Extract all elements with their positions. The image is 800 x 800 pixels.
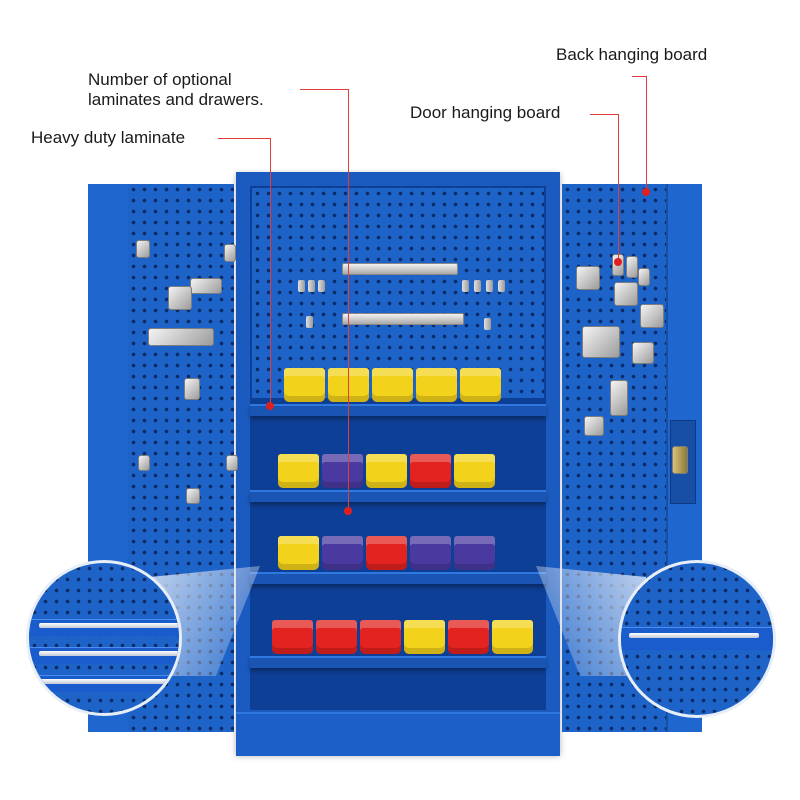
hook-icon <box>306 316 313 328</box>
drawer-handle[interactable] <box>39 623 179 628</box>
back-hanging-board-label: Back hanging board <box>556 45 708 64</box>
bracket-icon <box>168 286 192 310</box>
drawer-handle[interactable] <box>39 651 179 656</box>
hook-icon <box>308 280 315 292</box>
storage-bin <box>454 454 495 488</box>
bracket-icon <box>584 416 604 436</box>
heavy-duty-laminate-label: Heavy duty laminate <box>31 128 186 147</box>
bracket-icon <box>226 455 238 471</box>
leader-line-laminates-v <box>348 89 349 509</box>
storage-bin <box>460 368 501 402</box>
storage-bin <box>410 536 451 570</box>
leader-dot-back-board <box>642 188 650 196</box>
storage-bin <box>372 368 413 402</box>
bracket-icon <box>138 455 150 471</box>
cabinet-base <box>236 712 560 756</box>
shelf-3 <box>250 572 546 584</box>
shelf-1 <box>250 404 546 416</box>
storage-bin <box>272 620 313 654</box>
hook-icon <box>486 280 493 292</box>
hook-icon <box>474 280 481 292</box>
bracket-icon <box>638 268 650 286</box>
bracket-icon <box>614 282 638 306</box>
leader-line-door-board-v <box>618 114 619 262</box>
bracket-icon <box>224 244 236 262</box>
leader-line-door-board-h <box>590 114 618 115</box>
drawer[interactable] <box>621 627 773 650</box>
bracket-icon <box>576 266 600 290</box>
left-drawer-zoom <box>26 560 182 716</box>
hook-icon <box>484 318 491 330</box>
bracket-icon <box>640 304 664 328</box>
storage-bin <box>316 620 357 654</box>
leader-line-back-board-v <box>646 76 647 192</box>
storage-bin <box>322 454 363 488</box>
storage-bin <box>448 620 489 654</box>
bracket-icon <box>136 240 150 258</box>
bracket-icon <box>610 380 628 416</box>
shelf-4 <box>250 656 546 668</box>
bracket-icon <box>186 488 200 504</box>
leader-dot-door-board <box>614 258 622 266</box>
bracket-icon <box>632 342 654 364</box>
optional-laminates-label-line2: laminates and drawers. <box>88 90 264 109</box>
storage-bin <box>366 536 407 570</box>
storage-bin <box>322 536 363 570</box>
hook-icon <box>498 280 505 292</box>
storage-bin <box>416 368 457 402</box>
drawer-handle[interactable] <box>629 633 759 638</box>
hook-icon <box>462 280 469 292</box>
storage-bin <box>492 620 533 654</box>
leader-line-heavy-duty-h <box>218 138 270 139</box>
leader-dot-laminates <box>344 507 352 515</box>
bracket-icon <box>190 278 222 294</box>
leader-line-laminates-h <box>300 89 348 90</box>
storage-bin <box>410 454 451 488</box>
tool-rail-upper <box>342 263 458 275</box>
storage-bin <box>360 620 401 654</box>
hook-icon <box>318 280 325 292</box>
lock-handle-icon <box>672 446 688 474</box>
door-hanging-board-label: Door hanging board <box>410 103 561 122</box>
storage-bin <box>366 454 407 488</box>
leader-dot-heavy-duty <box>266 402 274 410</box>
storage-bin <box>278 454 319 488</box>
leader-line-back-board-h <box>632 76 646 77</box>
storage-bin <box>284 368 325 402</box>
leader-line-heavy-duty-v <box>270 138 271 406</box>
storage-bin <box>404 620 445 654</box>
storage-bin <box>278 536 319 570</box>
bracket-icon <box>184 378 200 400</box>
bracket-icon <box>626 256 638 278</box>
optional-laminates-label-line1: Number of optional <box>88 70 232 89</box>
bracket-icon <box>582 326 620 358</box>
hook-icon <box>298 280 305 292</box>
shelf-2 <box>250 490 546 502</box>
drawer-handle[interactable] <box>39 679 179 684</box>
storage-bin <box>454 536 495 570</box>
back-hanging-board <box>252 188 544 398</box>
bracket-icon <box>148 328 214 346</box>
right-drawer-zoom <box>618 560 776 718</box>
tool-rail-lower <box>342 313 464 325</box>
